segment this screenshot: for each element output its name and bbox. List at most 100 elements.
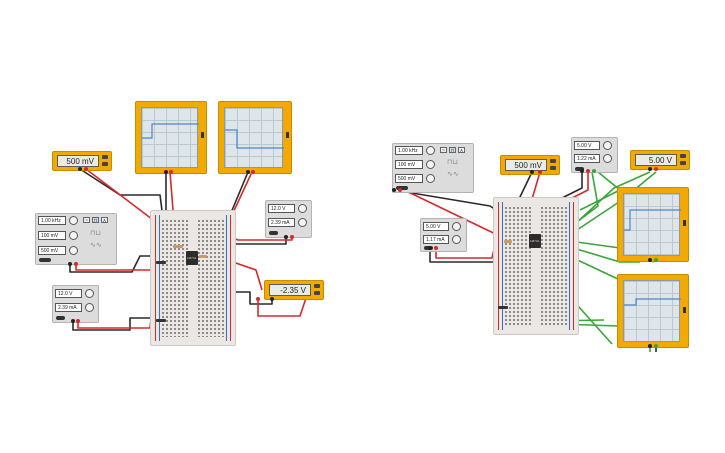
resistor[interactable] [504,240,512,243]
multimeter-mode-knob[interactable] [680,154,686,158]
capacitor[interactable] [156,319,166,322]
offset-field[interactable]: 500 mV [395,174,423,183]
function-generator[interactable]: 1.00 kHz 100 mV 500 mV ~ ⊓ ∧ ⊓⊔ ∿∿ [35,213,117,265]
oscilloscope-input[interactable] [617,274,689,348]
multimeter-mode-knob[interactable] [314,291,320,295]
output-terminal-red[interactable] [74,262,78,266]
breadboard[interactable]: LM741 [150,210,236,346]
supply-terminal-black[interactable] [580,169,584,173]
supply-terminal-green[interactable] [592,169,596,173]
square-wave-button[interactable]: ⊓ [449,147,456,154]
output-terminal-black[interactable] [68,262,72,266]
voltage-field[interactable]: 12.0 V [55,289,82,298]
amplitude-field[interactable]: 100 mV [395,160,423,169]
probe-terminal-black[interactable] [246,170,250,174]
power-switch[interactable] [56,316,65,320]
probe-terminal-black[interactable] [648,344,652,348]
supply-terminal-black[interactable] [428,246,432,250]
current-field[interactable]: 2.39 mA [55,303,82,312]
voltage-knob[interactable] [603,141,612,150]
offset-knob[interactable] [426,174,435,183]
output-terminal-red[interactable] [398,188,402,192]
probe-terminal-black[interactable] [164,170,168,174]
voltage-field[interactable]: 5.00 V [423,222,449,231]
sine-wave-button[interactable]: ~ [440,147,447,154]
frequency-knob[interactable] [69,216,78,225]
voltage-knob[interactable] [298,204,307,213]
power-switch[interactable] [269,231,278,235]
current-knob[interactable] [452,235,461,244]
probe-terminal-red[interactable] [538,170,542,174]
current-field[interactable]: 1.17 mA [423,235,449,244]
offset-field[interactable]: 500 mV [38,246,66,255]
probe-terminal-black[interactable] [648,258,652,262]
probe-terminal-black[interactable] [78,167,82,171]
function-generator[interactable]: 1.00 kHz 100 mV 500 mV ~ ⊓ ∧ ⊓⊔ ∿∿ [392,143,474,193]
multimeter-output[interactable]: 5.00 V [630,150,690,170]
multimeter-mode-knob[interactable] [102,162,108,166]
multimeter-input[interactable]: 500 mV [52,151,112,171]
voltage-knob[interactable] [85,289,94,298]
multimeter-mode-knob[interactable] [550,166,556,170]
frequency-field[interactable]: 1.00 kHz [38,216,66,225]
op-amp-chip[interactable]: LM741 [529,234,541,248]
current-knob[interactable] [85,303,94,312]
voltage-knob[interactable] [452,222,461,231]
probe-terminal-red[interactable] [84,167,88,171]
amplitude-knob[interactable] [426,160,435,169]
supply-terminal-black[interactable] [284,235,288,239]
op-amp-chip[interactable]: LM741 [186,251,198,265]
supply-terminal-red[interactable] [290,235,294,239]
multimeter-mode-knob[interactable] [550,159,556,163]
supply-terminal-black[interactable] [71,319,75,323]
voltage-field[interactable]: 12.0 V [268,204,295,213]
resistor[interactable] [173,245,183,248]
power-supply[interactable]: 5.00 V 1.22 mA [571,137,618,173]
probe-terminal-black[interactable] [648,167,652,171]
capacitor[interactable] [498,306,508,309]
power-switch[interactable] [39,258,51,262]
breadboard[interactable]: LM741 [493,197,579,335]
power-switch[interactable] [575,167,584,171]
output-terminal-black[interactable] [392,188,396,192]
current-field[interactable]: 2.39 mA [268,218,295,227]
multimeter-mode-knob[interactable] [314,284,320,288]
power-supply[interactable]: 12.0 V 2.39 mA [265,200,312,238]
probe-terminal-red[interactable] [256,297,260,301]
probe-terminal-red[interactable] [169,170,173,174]
sine-wave-button[interactable]: ~ [83,217,90,224]
current-knob[interactable] [603,154,612,163]
current-knob[interactable] [298,218,307,227]
triangle-wave-button[interactable]: ∧ [101,217,108,224]
frequency-knob[interactable] [426,146,435,155]
power-supply[interactable]: 5.00 V 1.17 mA [420,218,467,252]
amplitude-field[interactable]: 100 mV [38,231,66,240]
multimeter-mode-knob[interactable] [102,155,108,159]
resistor[interactable] [199,255,207,258]
power-switch[interactable] [396,186,408,190]
offset-knob[interactable] [69,246,78,255]
square-wave-button[interactable]: ⊓ [92,217,99,224]
current-field[interactable]: 1.22 mA [574,154,600,163]
power-supply[interactable]: 12.0 V 2.39 mA [52,285,99,323]
probe-terminal-black[interactable] [530,170,534,174]
oscilloscope-output[interactable] [218,101,292,174]
probe-terminal-black[interactable] [270,297,274,301]
frequency-field[interactable]: 1.00 kHz [395,146,423,155]
oscilloscope-input[interactable] [135,101,207,174]
supply-terminal-red[interactable] [76,319,80,323]
probe-terminal-red[interactable] [654,344,658,348]
voltage-field[interactable]: 5.00 V [574,141,600,150]
amplitude-knob[interactable] [69,231,78,240]
multimeter-output[interactable]: -2.35 V [264,280,324,300]
oscilloscope-output[interactable] [617,187,689,262]
supply-terminal-red[interactable] [434,246,438,250]
probe-terminal-red[interactable] [654,258,658,262]
capacitor[interactable] [156,261,166,264]
multimeter-mode-knob[interactable] [680,161,686,165]
probe-terminal-red[interactable] [654,167,658,171]
probe-terminal-red[interactable] [251,170,255,174]
multimeter-input[interactable]: 500 mV [500,155,560,175]
supply-terminal-red[interactable] [586,169,590,173]
triangle-wave-button[interactable]: ∧ [458,147,465,154]
